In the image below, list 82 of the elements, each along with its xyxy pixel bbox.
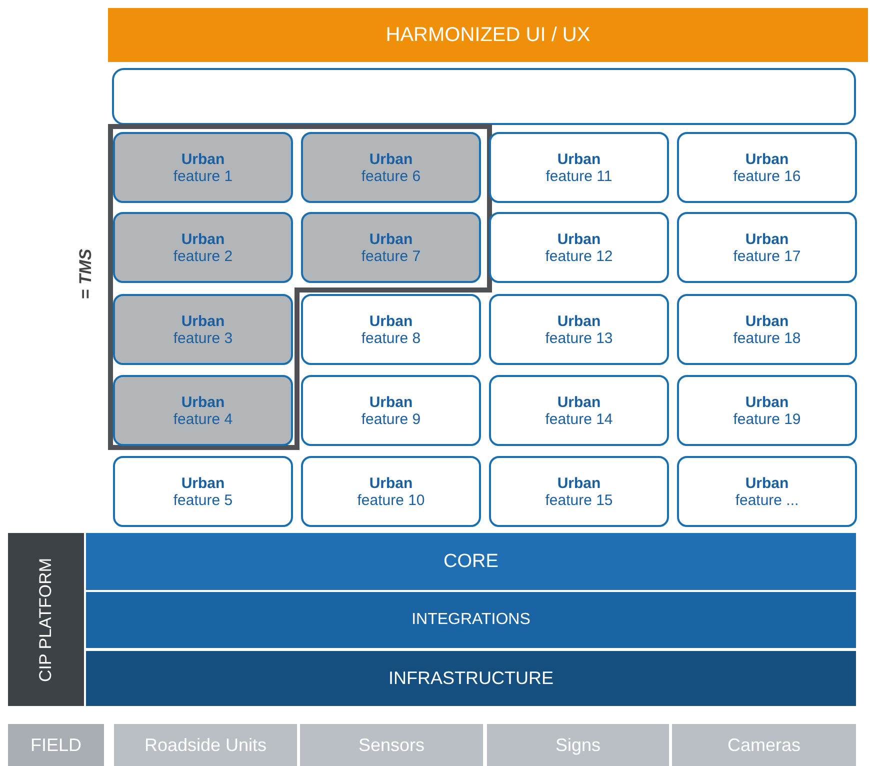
feature-name: feature 4: [173, 410, 233, 428]
layer-label: Cameras: [727, 734, 801, 756]
feature-name: feature 16: [733, 168, 801, 184]
layer-label: CORE: [444, 550, 498, 572]
feature-name: feature ...: [735, 492, 799, 508]
feature-box: [489, 456, 669, 527]
feature-name: feature 9: [361, 410, 421, 428]
feature-box: [113, 456, 293, 527]
platform-label-bar: [8, 533, 84, 706]
feature-box: [489, 294, 669, 365]
blank-box: [112, 68, 856, 125]
feature-box: [489, 375, 669, 446]
feature-box: [677, 294, 857, 365]
feature-title: Urban: [557, 150, 601, 168]
feature-title: Urban: [745, 230, 789, 248]
feature-name: feature 13: [545, 330, 613, 346]
feature-title: Urban: [745, 312, 789, 330]
feature-title: Urban: [181, 312, 225, 330]
feature-title: Urban: [745, 474, 789, 492]
feature-name: feature 1: [173, 168, 233, 184]
feature-name: feature 12: [545, 248, 613, 264]
feature-title: Urban: [369, 230, 413, 248]
infrastructure-layer: [86, 651, 856, 706]
feature-box: [677, 212, 857, 283]
layer-label: INTEGRATIONS: [412, 611, 530, 629]
layer-label: Sensors: [358, 734, 425, 756]
feature-title: Urban: [369, 474, 413, 492]
feature-name: feature 10: [357, 492, 425, 508]
feature-name: feature 11: [546, 168, 612, 184]
field-device-bar: [672, 724, 856, 766]
feature-title: Urban: [369, 150, 413, 168]
feature-title: Urban: [181, 150, 225, 168]
feature-name: feature 18: [733, 330, 801, 346]
field-device-bar: [487, 724, 669, 766]
feature-name: feature 19: [733, 410, 801, 428]
group-label: = TMS: [76, 248, 96, 300]
feature-name: feature 14: [545, 410, 613, 428]
feature-name: feature 5: [173, 492, 233, 508]
field-device-bar: [300, 724, 483, 766]
feature-box: [301, 456, 481, 527]
feature-title: Urban: [745, 394, 789, 410]
feature-title: Urban: [557, 394, 601, 410]
feature-box: [677, 375, 857, 446]
layer-label: FIELD: [30, 734, 82, 756]
feature-box: [113, 132, 293, 203]
feature-box: [113, 294, 293, 365]
feature-name: feature 2: [173, 248, 233, 264]
feature-box: [677, 456, 857, 527]
feature-title: Urban: [369, 394, 413, 410]
field-device-bar: [114, 724, 297, 766]
feature-title: Urban: [181, 474, 225, 492]
field-label-bar: [8, 724, 104, 766]
feature-box: [301, 212, 481, 283]
feature-name: feature 8: [361, 330, 421, 346]
feature-title: Urban: [181, 230, 225, 248]
feature-title: Urban: [369, 312, 413, 330]
feature-box: [113, 212, 293, 283]
header-bar: [108, 8, 868, 62]
feature-title: Urban: [557, 230, 601, 248]
feature-title: Urban: [745, 150, 789, 168]
feature-name: feature 7: [361, 248, 421, 264]
feature-title: Urban: [557, 312, 601, 330]
layer-label: HARMONIZED UI / UX: [386, 24, 590, 46]
feature-box: [301, 294, 481, 365]
layer-label: CIP PLATFORM: [36, 557, 56, 682]
layer-label: INFRASTRUCTURE: [388, 668, 554, 689]
integrations-layer: [86, 592, 856, 648]
feature-name: feature 15: [545, 492, 613, 508]
feature-box: [489, 212, 669, 283]
feature-box: [489, 132, 669, 203]
layer-label: Signs: [555, 734, 601, 756]
layer-label: Roadside Units: [144, 734, 267, 756]
feature-name: feature 6: [361, 168, 421, 184]
feature-box: [113, 375, 293, 446]
feature-title: Urban: [557, 474, 601, 492]
feature-title: Urban: [181, 394, 225, 410]
feature-box: [301, 375, 481, 446]
feature-name: feature 3: [173, 330, 233, 346]
feature-box: [301, 132, 481, 203]
core-layer: [86, 533, 856, 590]
feature-box: [677, 132, 857, 203]
feature-name: feature 17: [733, 248, 801, 264]
